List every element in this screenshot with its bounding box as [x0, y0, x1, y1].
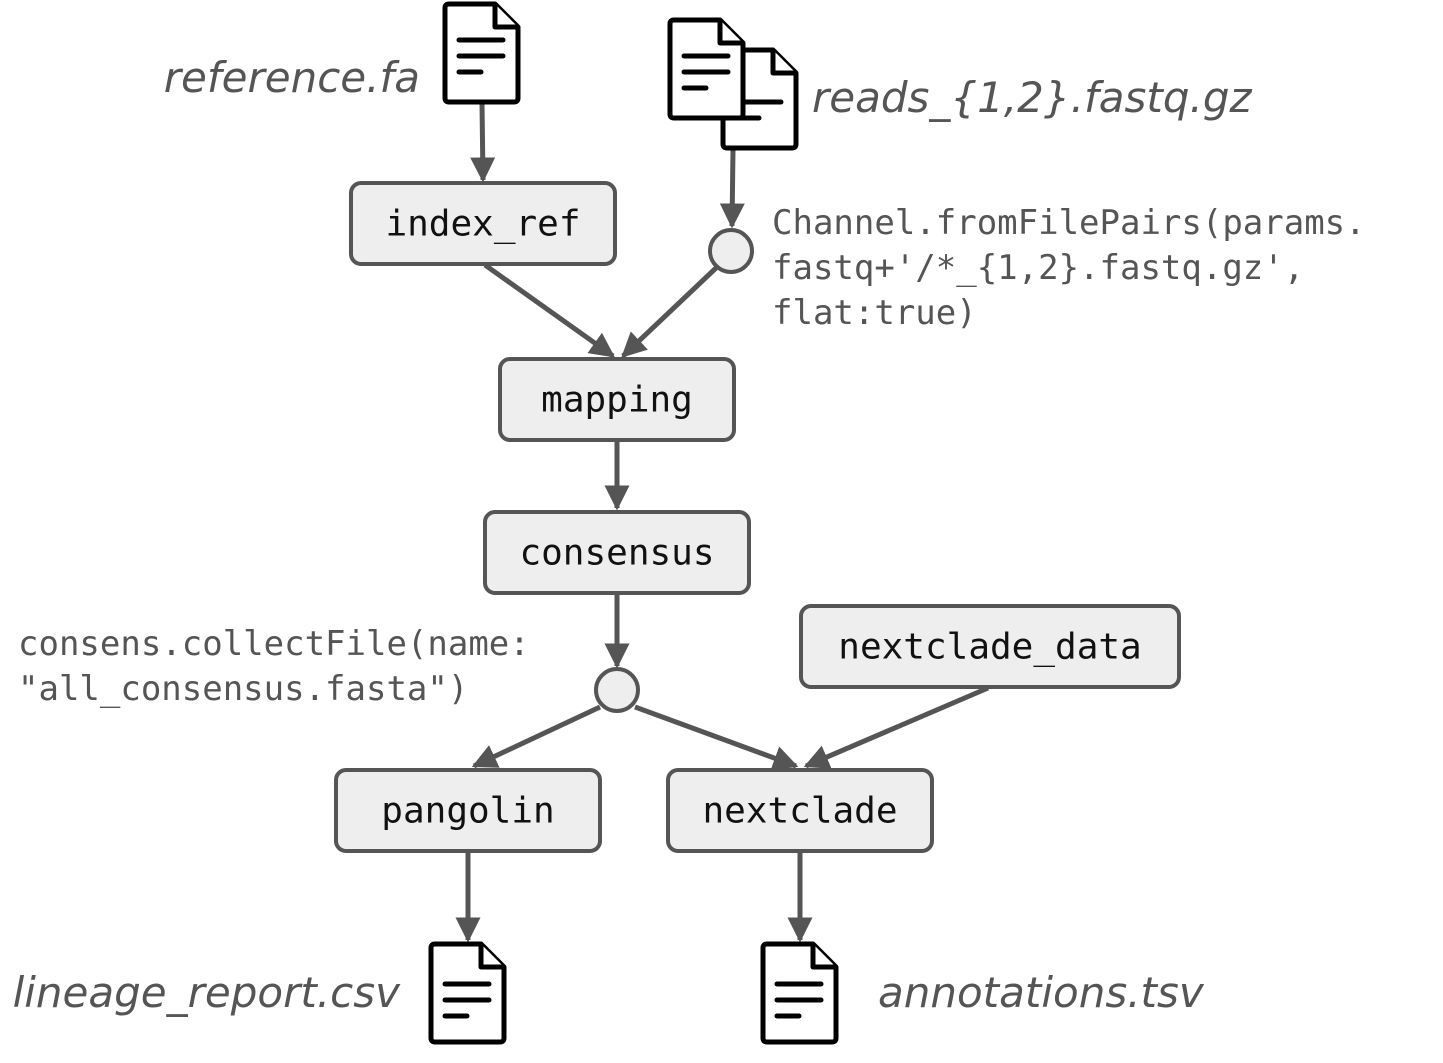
process-label: consensus — [519, 533, 714, 574]
process-label: nextclade — [702, 791, 897, 832]
edges — [455, 102, 989, 943]
process-label: pangolin — [381, 791, 554, 832]
edge-junction-to-pangolin — [471, 704, 602, 769]
file-label-annotations: annotations.tsv — [878, 968, 1205, 1017]
file-icon — [442, 1, 521, 105]
process-node-pangolin[interactable]: pangolin — [334, 768, 602, 853]
channel-label-line: "all_consensus.fasta") — [18, 669, 468, 709]
file-label-reads: reads_{1,2}.fastq.gz — [812, 73, 1253, 122]
edge-index-ref-to-mapping — [483, 262, 616, 359]
process-node-consensus[interactable]: consensus — [483, 510, 751, 595]
process-label: nextclade_data — [838, 627, 1141, 668]
process-label: mapping — [541, 380, 693, 421]
file-label-lineage: lineage_report.csv — [13, 968, 402, 1017]
channel-junction-icon — [708, 228, 754, 274]
edge-reads-to-junction — [719, 149, 745, 229]
edge-reference-to-index-ref — [470, 102, 496, 183]
channel-junction-icon — [594, 667, 640, 713]
channel-label-line: consens.collectFile(name: — [18, 624, 530, 664]
process-node-mapping[interactable]: mapping — [498, 357, 736, 442]
file-icon — [428, 941, 507, 1045]
edge-nextclade-data-to-nextclade — [803, 685, 989, 769]
multi-file-icon — [667, 17, 799, 151]
process-node-nextclade-data[interactable]: nextclade_data — [799, 604, 1181, 689]
file-icon — [760, 941, 839, 1045]
edge-junction-to-mapping — [621, 266, 718, 358]
channel-label-from-file-pairs: Channel.fromFilePairs(params. fastq+'/*_… — [772, 203, 1386, 333]
edge-junction-to-nextclade — [634, 704, 799, 770]
file-label-reference: reference.fa — [164, 53, 420, 102]
channel-label-line: flat:true) — [772, 293, 977, 333]
process-node-index-ref[interactable]: index_ref — [349, 181, 617, 266]
process-label: index_ref — [385, 204, 580, 245]
process-node-nextclade[interactable]: nextclade — [666, 768, 934, 853]
channel-label-line: Channel.fromFilePairs(params. — [772, 203, 1366, 243]
channel-label-collect-file: consens.collectFile(name: "all_consensus… — [18, 624, 550, 709]
channel-label-line: fastq+'/*_{1,2}.fastq.gz', — [772, 248, 1304, 288]
